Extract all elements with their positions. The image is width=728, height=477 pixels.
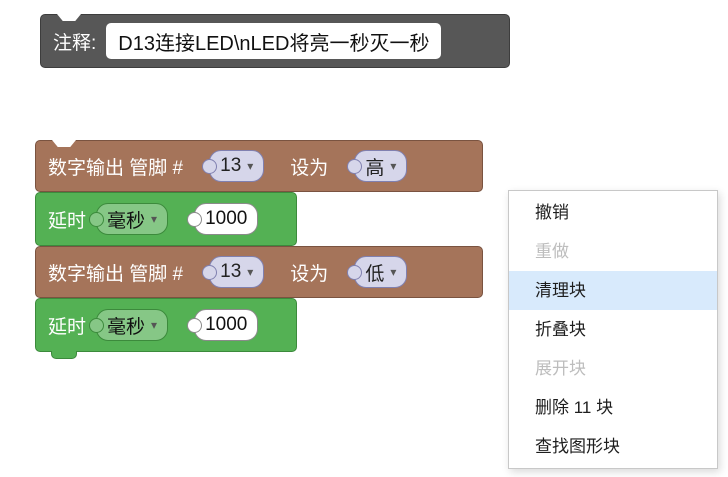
menu-item-expand-blocks: 展开块 [535, 359, 586, 378]
menu-item-collapse-blocks[interactable]: 折叠块 [535, 320, 586, 339]
pin-dropdown[interactable]: 13 ▾ [202, 256, 265, 288]
block-bottom-tab [51, 351, 77, 359]
block-top-notch [52, 140, 76, 147]
dropdown-arrow-icon: ▾ [390, 265, 397, 279]
set-to-label: 设为 [290, 263, 329, 285]
duration-field[interactable]: 1000 [187, 203, 259, 235]
duration-value: 1000 [205, 314, 248, 335]
comment-text-field[interactable]: D13连接LED\nLED将亮一秒灭一秒 [106, 23, 442, 59]
block-top-notch [57, 14, 81, 21]
menu-item-redo: 重做 [535, 242, 569, 261]
dropdown-arrow-icon: ▾ [151, 318, 158, 332]
menu-item-cleanup-blocks[interactable]: 清理块 [509, 271, 717, 310]
comment-block[interactable]: 注释: D13连接LED\nLED将亮一秒灭一秒 [40, 14, 510, 68]
pin-dropdown[interactable]: 13 ▾ [202, 150, 265, 182]
digital-write-label: 数字输出 管脚 # [48, 263, 184, 285]
dropdown-arrow-icon: ▾ [247, 265, 254, 279]
pin-value: 13 [220, 261, 242, 282]
pin-value: 13 [220, 155, 242, 176]
unit-dropdown[interactable]: 毫秒 ▾ [89, 309, 169, 341]
duration-field[interactable]: 1000 [187, 309, 259, 341]
set-to-label: 设为 [290, 157, 329, 179]
digital-write-label: 数字输出 管脚 # [48, 157, 184, 179]
delay-label: 延时 [48, 210, 87, 232]
level-dropdown[interactable]: 高 ▾ [347, 150, 408, 182]
delay-block-2[interactable]: 延时 毫秒 ▾ 1000 [35, 298, 297, 352]
level-dropdown[interactable]: 低 ▾ [347, 256, 408, 288]
digital-write-block-1[interactable]: 数字输出 管脚 # 13 ▾ 设为 高 ▾ [35, 140, 483, 192]
comment-label: 注释: [53, 32, 97, 54]
duration-value: 1000 [205, 208, 248, 229]
digital-write-block-2[interactable]: 数字输出 管脚 # 13 ▾ 设为 低 ▾ [35, 246, 483, 298]
menu-item-find-blocks[interactable]: 查找图形块 [535, 437, 620, 456]
delay-label: 延时 [48, 316, 87, 338]
dropdown-arrow-icon: ▾ [247, 159, 254, 173]
dropdown-arrow-icon: ▾ [390, 159, 397, 173]
unit-dropdown[interactable]: 毫秒 ▾ [89, 203, 169, 235]
dropdown-arrow-icon: ▾ [151, 212, 158, 226]
level-value: 高 [365, 157, 385, 179]
unit-value: 毫秒 [107, 210, 146, 232]
context-menu: 撤销 重做 清理块 折叠块 展开块 删除 11 块 查找图形块 [508, 190, 718, 469]
delay-block-1[interactable]: 延时 毫秒 ▾ 1000 [35, 192, 297, 246]
menu-item-delete-blocks[interactable]: 删除 11 块 [535, 398, 614, 417]
menu-item-undo[interactable]: 撤销 [535, 203, 569, 222]
unit-value: 毫秒 [107, 316, 146, 338]
level-value: 低 [365, 263, 385, 285]
